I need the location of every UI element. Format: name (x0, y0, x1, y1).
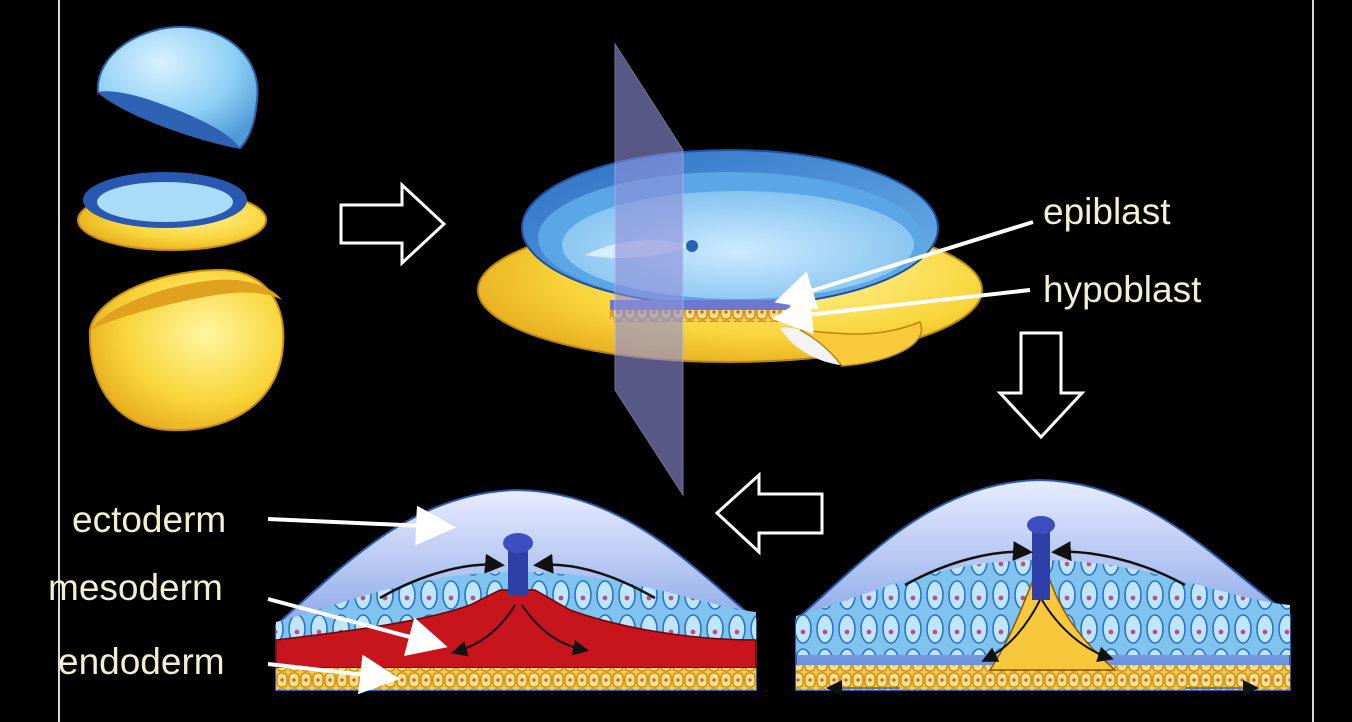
right-arrow-icon (339, 181, 447, 267)
ectoderm-pointer (267, 505, 456, 546)
cross-section-early (795, 478, 1291, 696)
blastula-middle-ring (77, 172, 267, 251)
blastula-bottom-yolk (88, 268, 285, 432)
left-arrow-icon (714, 471, 824, 556)
label-endoderm: endoderm (58, 641, 225, 682)
mesoderm-pointer (267, 597, 448, 657)
blastodisc (477, 149, 983, 367)
left-frame-line (58, 0, 60, 722)
epiblast-pointer (774, 220, 1034, 310)
label-mesoderm: mesoderm (48, 567, 223, 608)
label-hypoblast: hypoblast (1043, 269, 1202, 310)
endoderm-pointer (267, 654, 400, 695)
blastula-top-cap (96, 25, 259, 150)
hypoblast-pointer (772, 288, 1031, 335)
right-frame-line (1312, 0, 1314, 722)
cross-section-late (275, 488, 757, 691)
down-arrow-icon (996, 331, 1086, 440)
section-plane (614, 42, 684, 497)
label-ectoderm: ectoderm (72, 499, 227, 540)
label-epiblast: epiblast (1043, 191, 1171, 232)
